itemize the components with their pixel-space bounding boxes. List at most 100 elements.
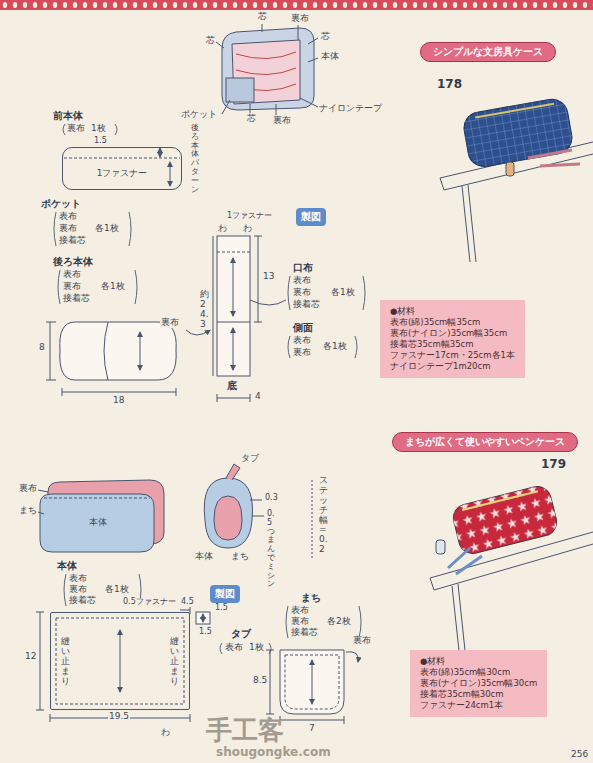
piece-name: 口布 [292,262,314,273]
blue-case [440,97,593,262]
part-label: 芯 [246,114,257,124]
drawing-stroke [203,614,204,622]
drawing-stroke [217,322,250,323]
fabric-note: 接着芯 [290,628,319,638]
part-label: 裏布 [18,484,38,494]
piece-name: まち [300,592,322,603]
part-label: ポケット [180,110,218,120]
materials-heading: ●材料 [420,656,537,667]
part-label: タブ [240,454,260,464]
dimension: 7 [308,724,316,734]
part-label: まち [230,552,250,562]
bracket [288,276,290,310]
drawing-stroke [217,252,250,253]
dimension: 1.5 [198,628,213,637]
materials-box: ●材料表布(綿)35cm幅35cm裏布(ナイロン)35cm幅35cm接着芯35c… [380,300,525,378]
bracket [286,606,288,638]
drawing-stroke [250,300,286,305]
drawing-stroke [62,388,176,396]
part-label: 本体 [194,552,214,562]
bracket [359,606,361,638]
fabric-note: 各1枚 [104,585,130,595]
zipper-note: 1ファスナー [226,212,273,221]
drawing-stroke [280,716,344,724]
drawing-stroke [448,548,482,574]
bracket [64,574,66,606]
dimension: 8 [38,343,46,353]
drawing-stroke [0,0,593,10]
bracket [269,643,271,654]
dimension: 18 [112,396,125,406]
drawing-stroke [450,484,559,557]
node-text: ファスナー24cm1本 [420,700,537,711]
part-label: 芯 [320,32,331,42]
callout-number: 178 [436,78,463,91]
drawing-stroke [56,618,184,704]
piece-name: 側面 [292,322,314,333]
drawing-stroke [120,630,121,692]
fabric-note: 接着芯 [58,236,87,246]
fabric-note: 表布 [292,276,312,286]
drawing-stroke [312,480,313,560]
drawing-stroke [430,532,593,660]
fabric-note: 表布 [68,574,88,584]
bracket [135,270,137,304]
watermark: 手工客 [205,716,285,745]
drawing-stroke [216,24,320,115]
drawing-stroke [204,478,252,548]
drawing-stroke [44,498,150,499]
bracket [63,124,65,135]
section-header: シンプルな文房具ケース [420,42,556,62]
node-text: 1ファスナー [97,167,148,180]
fabric-note: 各1枚 [322,342,348,352]
drawing-stroke [0,0,593,10]
bracket [288,336,290,358]
dimension: 1.5 [214,604,229,613]
sewing-note: ステッチ幅=0.2 [318,476,329,555]
drawing-stroke [462,491,538,510]
drawing-stroke [217,236,250,376]
piece-name: 後ろ本体 [52,256,94,267]
pattern-piece: 1ファスナー [62,147,182,190]
drawing-stroke [461,97,574,169]
part-label: 裏布 [160,318,180,328]
bracket [58,270,60,304]
pattern-outlines [46,148,286,402]
node-text: まちが広くて使いやすいペンケース [405,435,565,449]
pattern-outlines-2 [36,606,358,724]
node-text: 製図 [215,587,235,601]
zipper-note: 0.5ファスナー [122,598,177,607]
pattern-piece: 縫い止まり縫い止まり [50,612,190,710]
dimension: 8.5 [252,676,268,686]
node-text: ナイロンテープ1m20cm [390,361,515,372]
drawing-stroke [346,652,358,662]
node-text: 接着芯35cm幅35cm [390,339,515,350]
piece-name: 底 [226,380,238,391]
node-text: 裏布(ナイロン)35cm幅30cm [420,678,537,689]
drawing-stroke [233,328,234,370]
brackets [54,124,365,654]
fabric-note: 1枚 [248,643,265,653]
bracket [355,336,357,358]
drawing-stroke [104,322,108,380]
part-label: 裏布 [272,116,292,126]
part-label: ナイロンテープ [318,104,383,114]
part-label: 本体 [88,518,108,528]
bracket [129,212,131,246]
drawing-stroke [226,78,254,102]
drawing-stroke [233,258,234,316]
bracket [115,124,117,135]
part-label: 裏布 [352,636,372,646]
drawing-stroke [214,496,242,540]
drawing-stroke [461,97,574,169]
node-text: ファスナー17cm・25cm各1本 [390,350,515,361]
top-border [0,0,593,10]
section-header: まちが広くて使いやすいペンケース [392,432,578,452]
fabric-note: 表布 [292,336,312,346]
fabric-note: 表布 [58,212,78,222]
drawing-stroke [217,394,250,402]
drawing-stroke [196,612,210,624]
fabric-note: 裏布 [66,124,86,134]
drawing-stroke [46,322,56,380]
page-number: 256 [570,750,589,760]
